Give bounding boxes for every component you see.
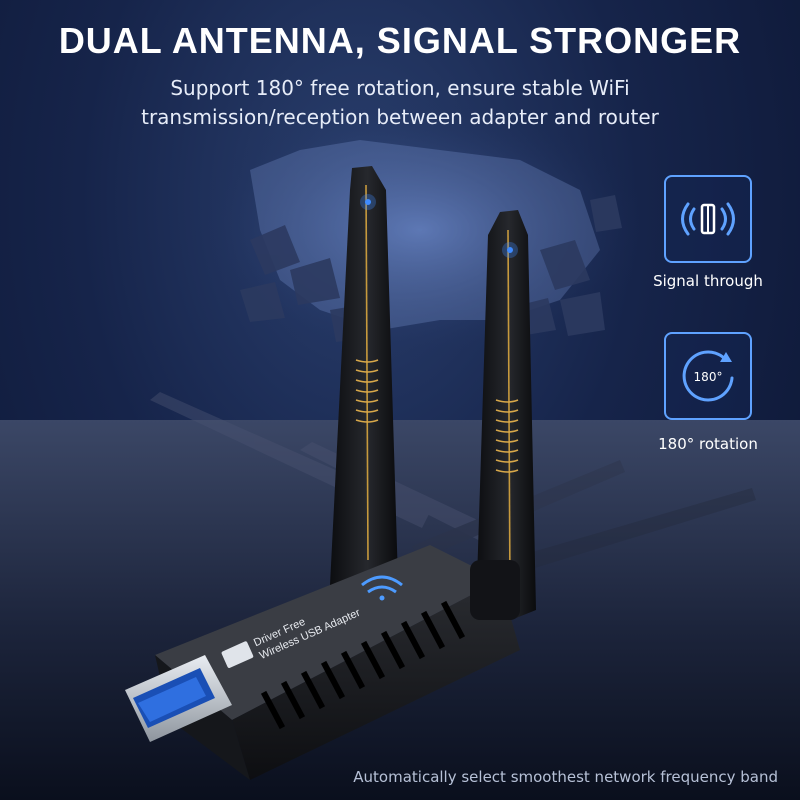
page-title: DUAL ANTENNA, SIGNAL STRONGER — [58, 20, 742, 61]
right-antenna — [476, 210, 536, 630]
wifi-icon — [361, 575, 403, 601]
rotation-180-icon: 180° — [682, 350, 734, 402]
left-antenna — [330, 166, 398, 600]
subtitle-line-2: transmission/reception between adapter a… — [141, 105, 659, 129]
feature-label-rotation: 180° rotation — [658, 435, 758, 453]
signal-through-icon — [681, 202, 735, 236]
footer-caption: Automatically select smoothest network f… — [353, 768, 778, 786]
rotation-feature-box: 180° — [664, 332, 752, 420]
broken-wall — [190, 100, 650, 360]
usb-adapter: Driver Free Wireless USB Adapter — [125, 545, 520, 780]
subtitle-line-1: Support 180° free rotation, ensure stabl… — [170, 76, 630, 100]
page-subtitle: Support 180° free rotation, ensure stabl… — [0, 74, 800, 132]
feature-label-signal-through: Signal through — [653, 272, 763, 290]
signal-through-feature-box — [664, 175, 752, 263]
rotation-icon-text: 180° — [694, 370, 723, 384]
